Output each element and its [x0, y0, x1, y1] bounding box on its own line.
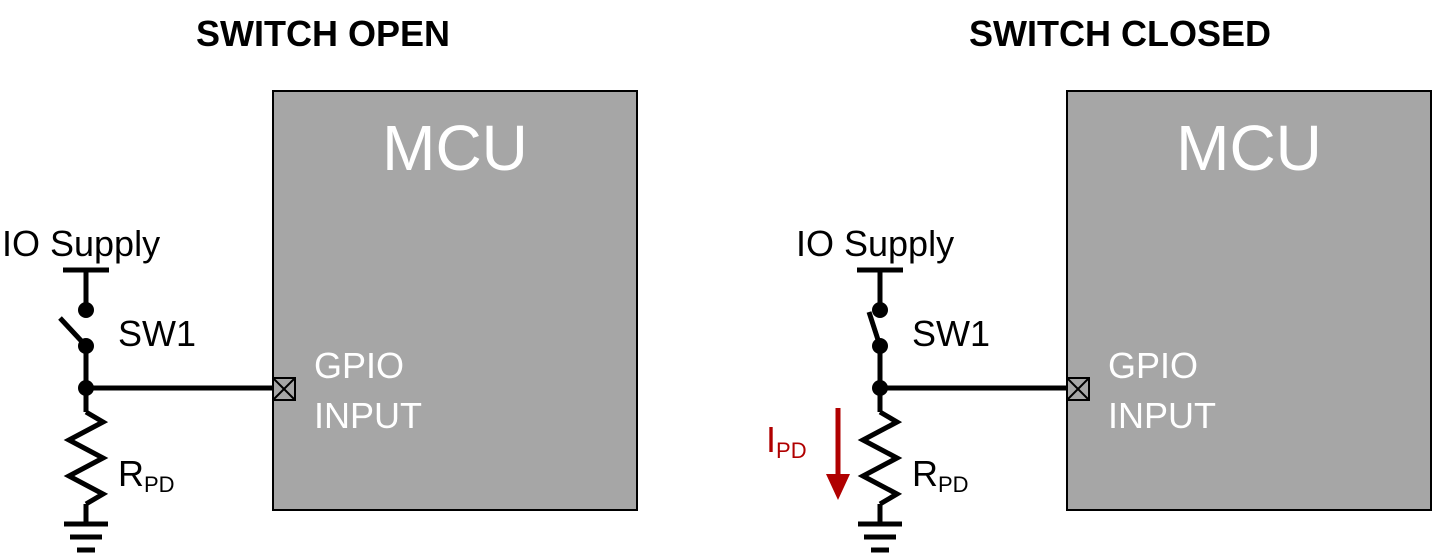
current-arrow	[826, 408, 850, 500]
panel-title: SWITCH CLOSED	[969, 13, 1271, 54]
mcu-block	[1066, 90, 1432, 511]
sw1-label: SW1	[912, 313, 990, 354]
switch-sw1	[58, 302, 94, 354]
rpd-label: RPD	[118, 453, 175, 497]
rpd-label: RPD	[912, 453, 969, 497]
gpio-label: GPIO	[1108, 345, 1198, 386]
io-supply-label: IO Supply	[796, 223, 954, 264]
ipd-label: IPD	[766, 419, 807, 463]
input-label: INPUT	[1108, 395, 1216, 436]
gpio-label: GPIO	[314, 345, 404, 386]
switch-lever-open	[58, 316, 88, 348]
panel-title: SWITCH OPEN	[196, 13, 450, 54]
sw1-label: SW1	[118, 313, 196, 354]
panel-switch-closed: SWITCH CLOSED MCU GPIO INPUT IO Supply S…	[766, 13, 1432, 553]
io-supply-label: IO Supply	[2, 223, 160, 264]
switch-lever-closed	[866, 311, 883, 347]
mcu-block	[272, 90, 638, 511]
mcu-label: MCU	[382, 112, 528, 184]
input-label: INPUT	[314, 395, 422, 436]
mcu-label: MCU	[1176, 112, 1322, 184]
pull-down-resistor	[63, 409, 109, 507]
ground-symbol	[858, 504, 902, 553]
pull-down-resistor	[857, 409, 903, 507]
panel-switch-open: SWITCH OPEN MCU GPIO INPUT IO Supply SW1…	[2, 13, 638, 553]
ground-symbol	[64, 504, 108, 553]
